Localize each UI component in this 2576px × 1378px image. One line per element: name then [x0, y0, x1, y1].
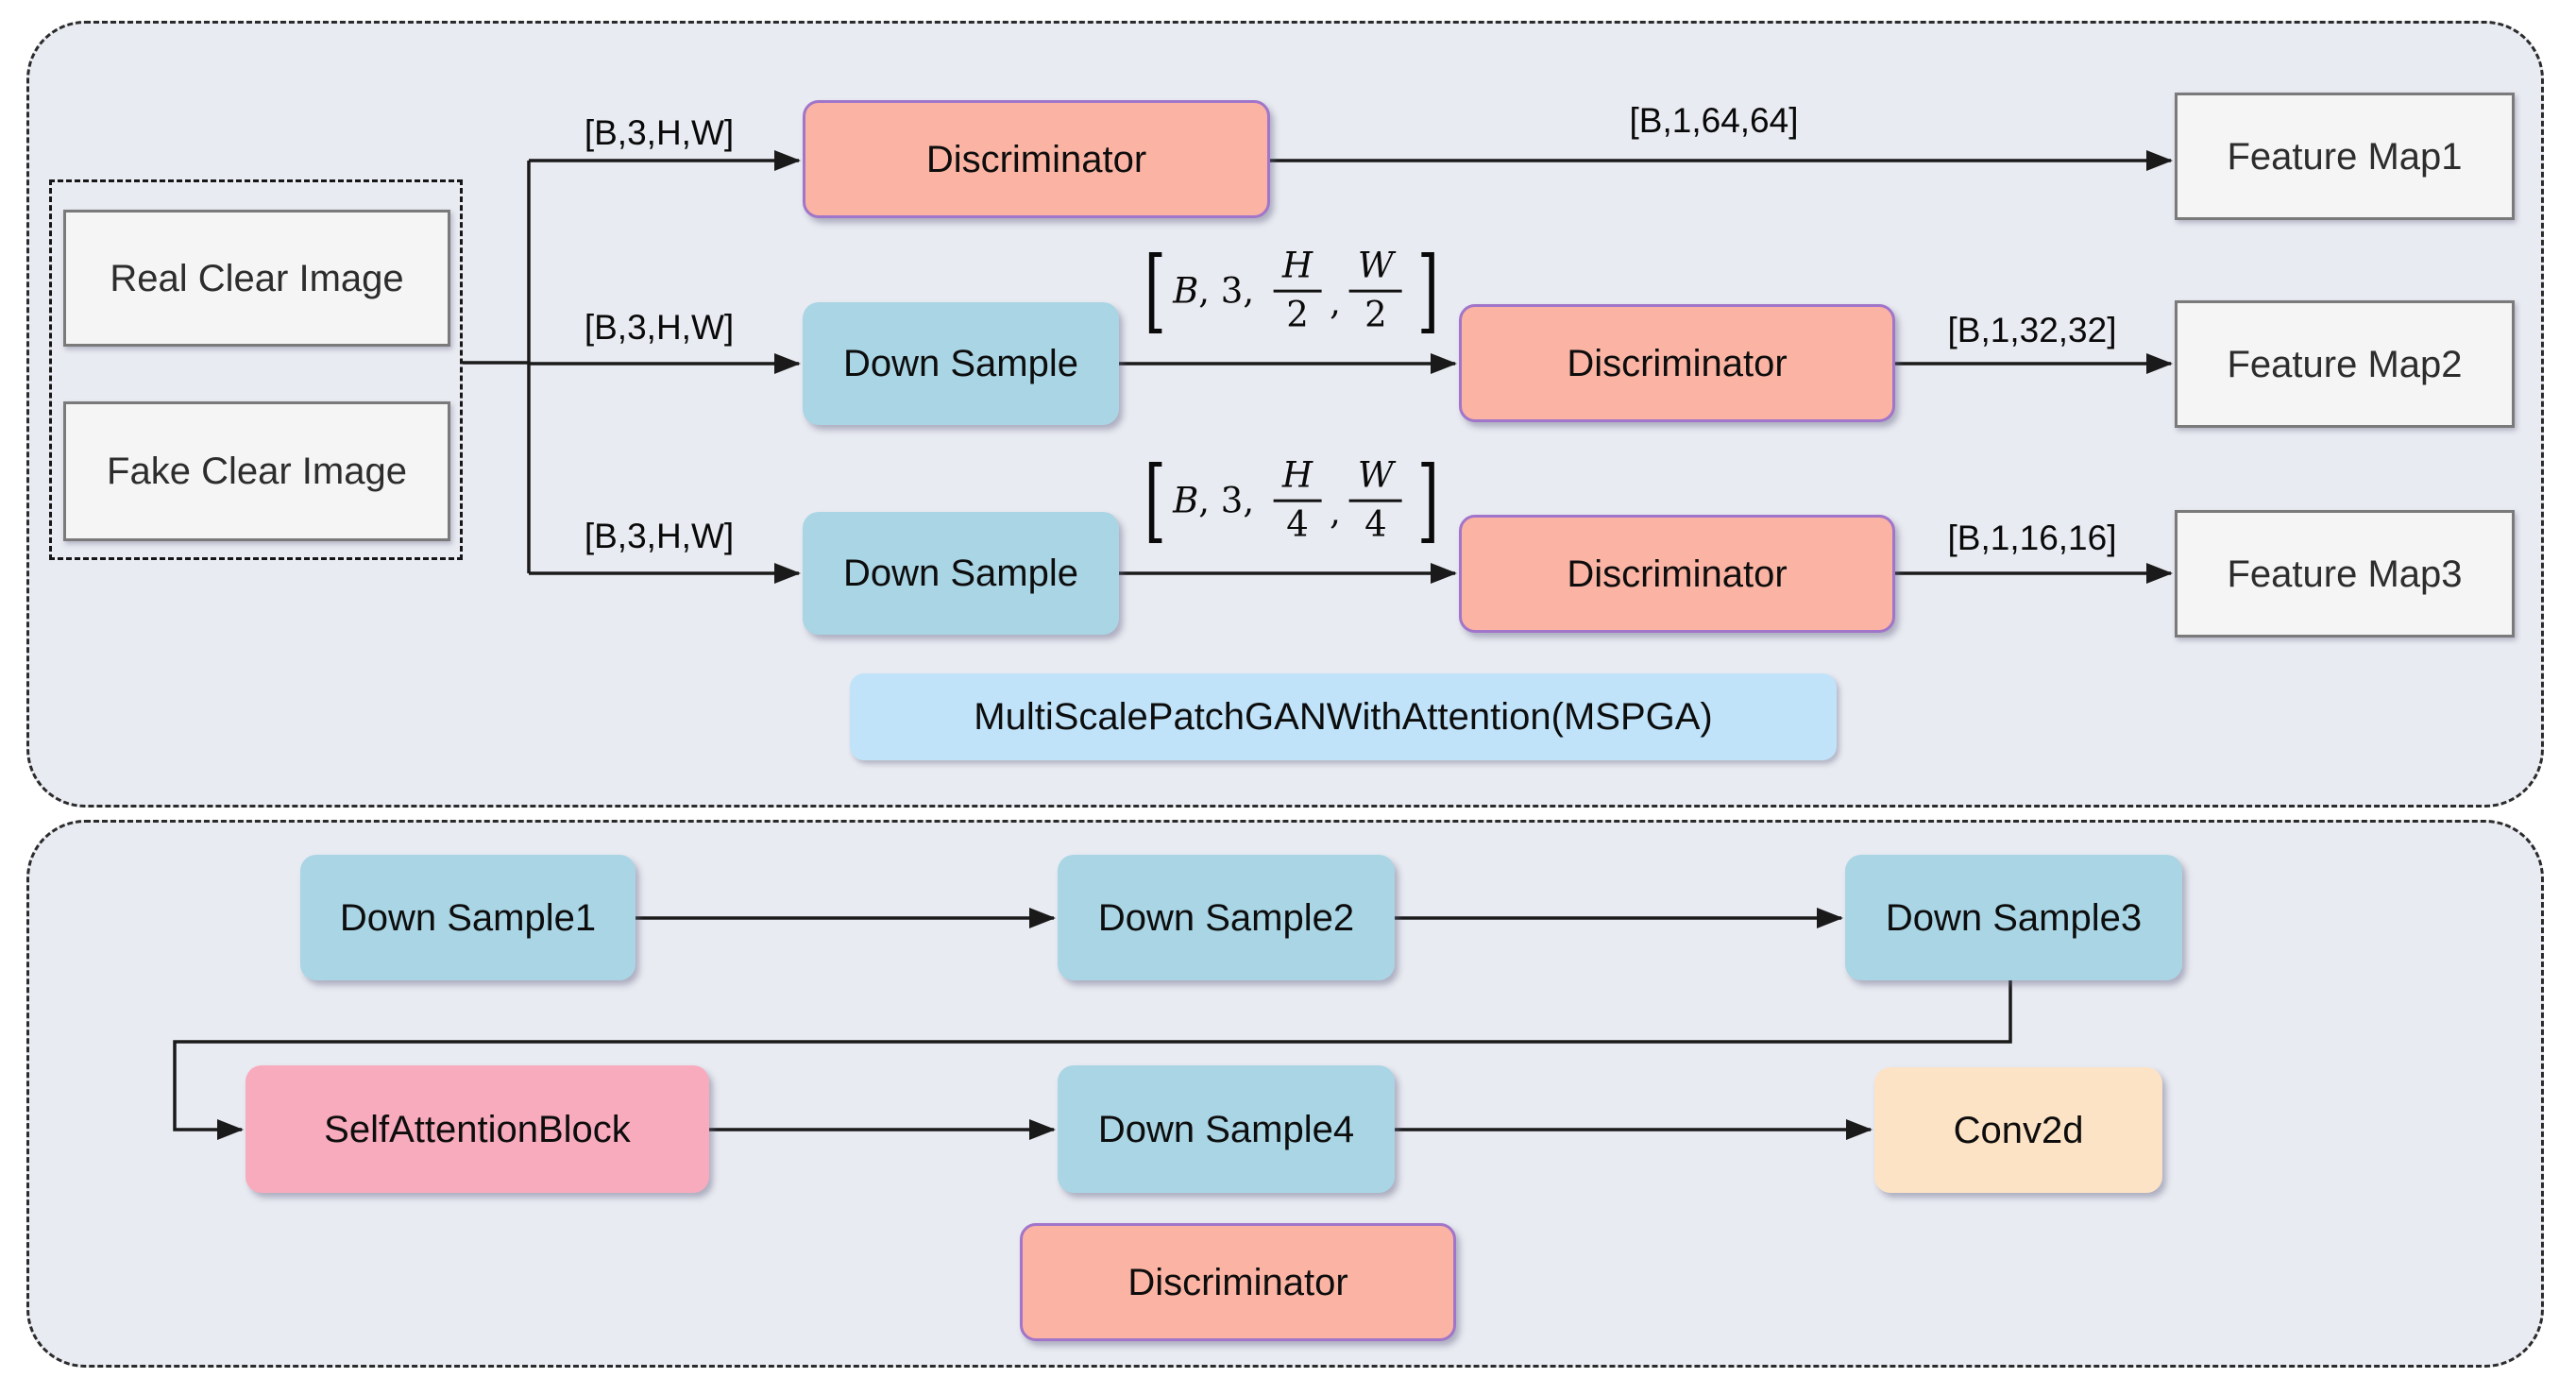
- feature-map2-label: Feature Map2: [2227, 343, 2463, 385]
- down-sample1-label: Down Sample1: [339, 896, 597, 939]
- math-b: B: [1173, 270, 1199, 312]
- shape-label-row2-out: [B,1,32,32]: [1947, 311, 2117, 349]
- math-mid: , 3,: [1198, 480, 1265, 521]
- discriminator1-box: Discriminator: [803, 100, 1270, 218]
- fake-clear-image-label: Fake Clear Image: [107, 451, 407, 492]
- close-bracket: ]: [1417, 447, 1440, 553]
- mspga-caption-label: MultiScalePatchGANWithAttention(MSPGA): [974, 696, 1713, 738]
- self-attention-block-box: SelfAttentionBlock: [246, 1065, 709, 1193]
- discriminator1-label: Discriminator: [925, 138, 1147, 180]
- open-bracket: [: [1144, 237, 1166, 344]
- math-b: B: [1173, 480, 1199, 521]
- discriminator2-label: Discriminator: [1567, 342, 1788, 384]
- close-bracket: ]: [1417, 237, 1440, 344]
- conv2d-label: Conv2d: [1953, 1109, 2084, 1151]
- shape-label-row1-out: [B,1,64,64]: [1629, 101, 1799, 140]
- feature-map1-box: Feature Map1: [2175, 93, 2515, 220]
- math-comma: ,: [1330, 491, 1341, 533]
- fraction-w: W 4: [1348, 457, 1402, 544]
- down-sample1-box: Down Sample1: [300, 855, 636, 980]
- shape-label-row2-mid: [ B , 3, H 2 , W 2 ]: [1138, 237, 1447, 344]
- input-images-group: [49, 179, 463, 560]
- discriminator3-label: Discriminator: [1567, 553, 1788, 595]
- down-sample2-label: Down Sample2: [1097, 896, 1355, 939]
- math-comma: ,: [1330, 281, 1341, 323]
- mspga-caption-box: MultiScalePatchGANWithAttention(MSPGA): [850, 673, 1837, 760]
- shape-label-row3-mid: [ B , 3, H 4 , W 4 ]: [1138, 447, 1447, 553]
- fraction-w: W 2: [1348, 247, 1402, 334]
- feature-map3-label: Feature Map3: [2227, 553, 2463, 595]
- feature-map1-label: Feature Map1: [2227, 135, 2463, 178]
- real-clear-image-label: Real Clear Image: [110, 257, 404, 299]
- down-sample3-label: Down Sample3: [1885, 896, 2143, 939]
- real-clear-image-box: Real Clear Image: [63, 210, 450, 347]
- discriminator2-box: Discriminator: [1459, 304, 1895, 422]
- fake-clear-image-box: Fake Clear Image: [63, 401, 450, 541]
- shape-label-row3-in: [B,3,H,W]: [584, 517, 735, 555]
- down-sample4-label: Down Sample4: [1097, 1108, 1355, 1150]
- down-sample2-box: Down Sample2: [1058, 855, 1395, 980]
- feature-map2-box: Feature Map2: [2175, 300, 2515, 428]
- conv2d-box: Conv2d: [1874, 1067, 2162, 1193]
- bottom-discriminator-label: Discriminator: [1127, 1261, 1348, 1303]
- down-sample-row2-box: Down Sample: [803, 302, 1119, 425]
- down-sample-row2-label: Down Sample: [842, 343, 1078, 384]
- fraction-h: H 2: [1273, 247, 1322, 334]
- open-bracket: [: [1144, 447, 1166, 553]
- self-attention-block-label: SelfAttentionBlock: [324, 1108, 631, 1150]
- bottom-discriminator-box: Discriminator: [1020, 1223, 1456, 1341]
- shape-label-row1-in: [B,3,H,W]: [584, 113, 735, 152]
- fraction-h: H 4: [1273, 457, 1322, 544]
- feature-map3-box: Feature Map3: [2175, 510, 2515, 638]
- down-sample-row3-box: Down Sample: [803, 512, 1119, 635]
- shape-label-row3-out: [B,1,16,16]: [1947, 519, 2117, 557]
- down-sample3-box: Down Sample3: [1845, 855, 2182, 980]
- discriminator3-box: Discriminator: [1459, 515, 1895, 633]
- down-sample4-box: Down Sample4: [1058, 1065, 1395, 1193]
- shape-label-row2-in: [B,3,H,W]: [584, 308, 735, 347]
- math-mid: , 3,: [1198, 270, 1265, 312]
- down-sample-row3-label: Down Sample: [842, 553, 1078, 594]
